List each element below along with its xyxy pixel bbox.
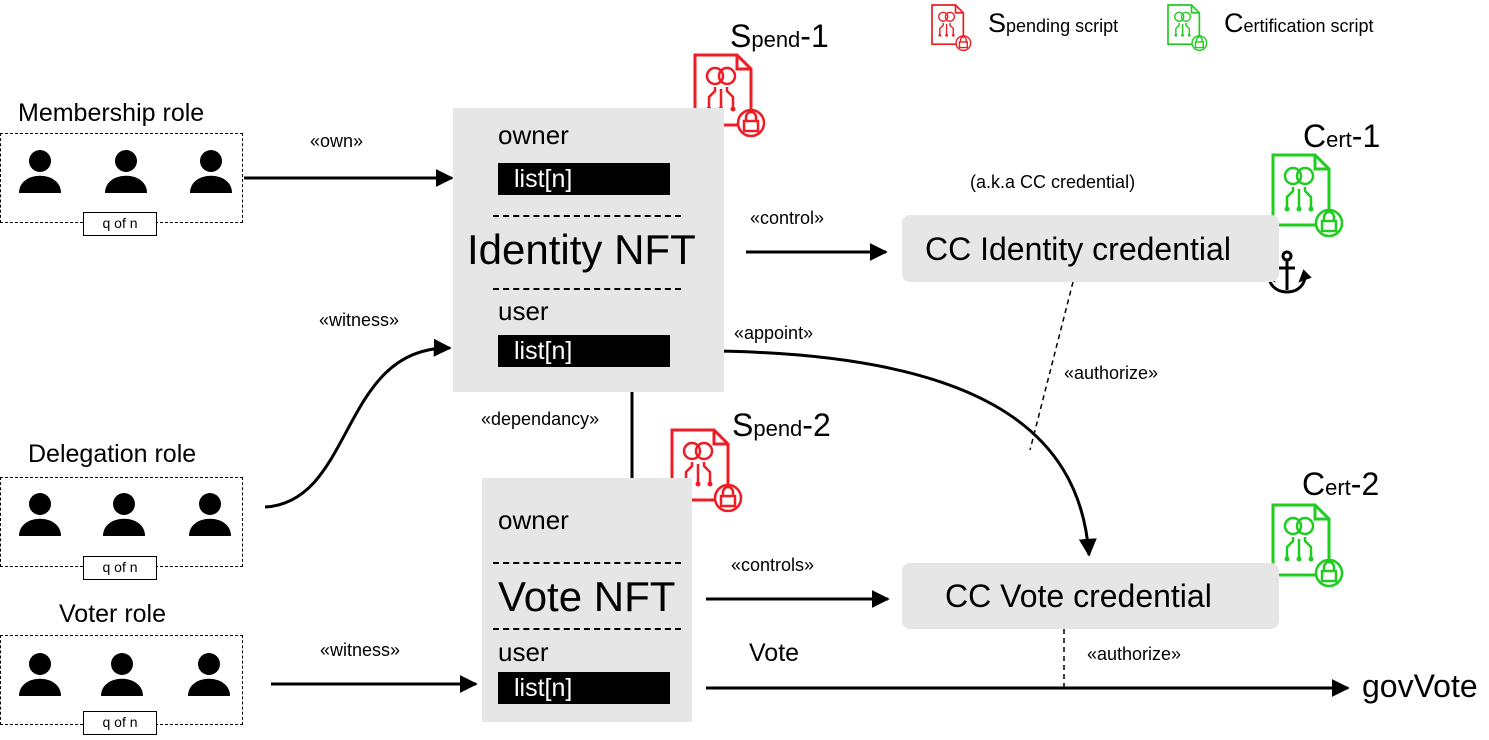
delegation-witness-arrow <box>264 338 452 509</box>
vote-label: Vote <box>749 639 800 667</box>
vote-separator-bottom <box>493 628 681 630</box>
vote-separator-top <box>493 562 681 564</box>
legend-certification-rest: ertification script <box>1243 16 1374 36</box>
membership-role-title: Membership role <box>18 99 205 127</box>
cert2-script-icon <box>1271 503 1344 588</box>
appoint-arrow <box>679 349 1097 557</box>
vote-user-list: list[n] <box>498 672 670 704</box>
identity-owner-label: owner <box>498 120 569 150</box>
dependancy-label: «dependancy» <box>481 409 600 429</box>
vote-nft-title: Vote NFT <box>498 573 676 620</box>
delegation-role-box <box>0 477 243 567</box>
identity-credential-label: CC Identity credential <box>925 231 1231 267</box>
identity-separator-top <box>493 215 681 217</box>
voter-quorum-badge: q of n <box>83 711 157 735</box>
spend2-suffix: -2 <box>802 407 831 443</box>
spend1-suffix: -1 <box>800 18 829 54</box>
legend-certification-label: Certification script <box>1224 8 1374 39</box>
govvote-output-label: govVote <box>1362 668 1478 704</box>
cert2-initial: C <box>1302 466 1326 502</box>
identity-user-label: user <box>498 296 549 326</box>
spend1-label: Spend-1 <box>730 18 829 55</box>
vote-user-label: user <box>498 637 549 667</box>
authorize-identity-dashed-line <box>1029 281 1074 451</box>
controls-label: «controls» <box>731 555 815 575</box>
legend-spending-label: Spending script <box>988 8 1118 39</box>
delegation-witness-label: «witness» <box>319 310 400 330</box>
cert1-rest: ert <box>1326 127 1352 152</box>
delegation-quorum-badge: q of n <box>83 556 157 580</box>
vote-owner-label: owner <box>498 505 569 535</box>
membership-quorum-badge: q of n <box>83 212 157 236</box>
identity-separator-bottom <box>493 288 681 290</box>
legend-certification-script-icon <box>1167 4 1208 52</box>
identity-credential-note: (a.k.a CC credential) <box>970 172 1136 192</box>
cert1-script-icon <box>1271 153 1344 238</box>
spend1-rest: pend <box>751 27 801 52</box>
cert1-initial: C <box>1303 118 1327 154</box>
identity-user-list: list[n] <box>498 335 670 367</box>
identity-credential-box <box>902 215 1279 282</box>
voter-witness-label: «witness» <box>320 640 401 660</box>
cert1-suffix: -1 <box>1351 118 1381 154</box>
control-label: «control» <box>750 208 825 228</box>
membership-role-box <box>0 133 243 223</box>
cert2-suffix: -2 <box>1350 466 1380 502</box>
spend2-label: Spend-2 <box>732 407 831 444</box>
legend-spending-script-icon <box>931 4 972 52</box>
own-label: «own» <box>310 131 364 151</box>
vote-credential-label: CC Vote credential <box>945 578 1212 614</box>
appoint-label: «appoint» <box>734 323 814 343</box>
spend2-rest: pend <box>753 416 803 441</box>
vote-credential-box <box>902 563 1279 629</box>
legend-spending-initial: S <box>988 8 1007 38</box>
spend2-initial: S <box>732 407 754 443</box>
cert2-rest: ert <box>1325 475 1351 500</box>
legend-certification-initial: C <box>1224 8 1244 38</box>
authorize-identity-label: «authorize» <box>1064 363 1159 383</box>
cert1-label: Cert-1 <box>1303 118 1380 155</box>
cert2-label: Cert-2 <box>1302 466 1379 503</box>
legend-spending-rest: pending script <box>1006 16 1119 36</box>
delegation-role-title: Delegation role <box>28 440 197 468</box>
spend1-initial: S <box>730 18 752 54</box>
identity-nft-title: Identity NFT <box>467 226 696 273</box>
identity-owner-list: list[n] <box>498 163 670 195</box>
authorize-vote-label: «authorize» <box>1087 644 1182 664</box>
voter-role-title: Voter role <box>59 600 167 628</box>
